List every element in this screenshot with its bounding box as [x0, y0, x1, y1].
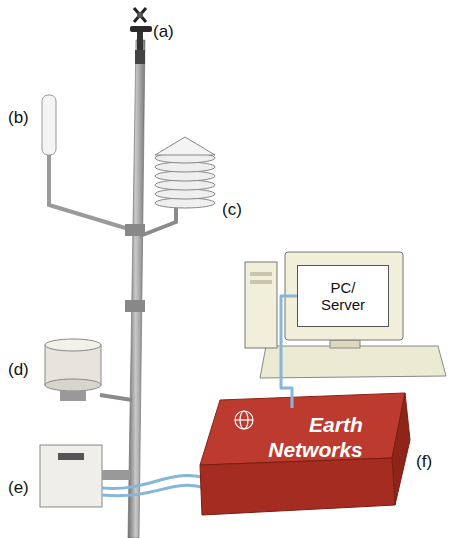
- rain-gauge: [45, 339, 132, 401]
- server-screen: PC/ Server: [297, 265, 389, 327]
- callout-letter: (e): [8, 478, 29, 498]
- callout-letter: (d): [8, 360, 29, 380]
- mast-pole: [128, 40, 145, 538]
- callout-letter: (c): [222, 200, 242, 220]
- sensor-enclosure: [40, 445, 205, 507]
- gateway-brand: Earth Networks: [262, 408, 369, 467]
- network-cable: [281, 296, 297, 408]
- callout-letter: (b): [8, 108, 29, 128]
- callout-letter: (a): [153, 22, 174, 42]
- antenna: [42, 95, 145, 236]
- node-text: Earth Networks: [268, 413, 363, 461]
- callout-letter: (f): [416, 452, 432, 472]
- wind-sensor: [130, 8, 152, 64]
- computer: [245, 252, 446, 378]
- gateway-box: [200, 393, 410, 515]
- radiation-shield: [125, 137, 215, 312]
- node-text: PC/ Server: [321, 279, 365, 314]
